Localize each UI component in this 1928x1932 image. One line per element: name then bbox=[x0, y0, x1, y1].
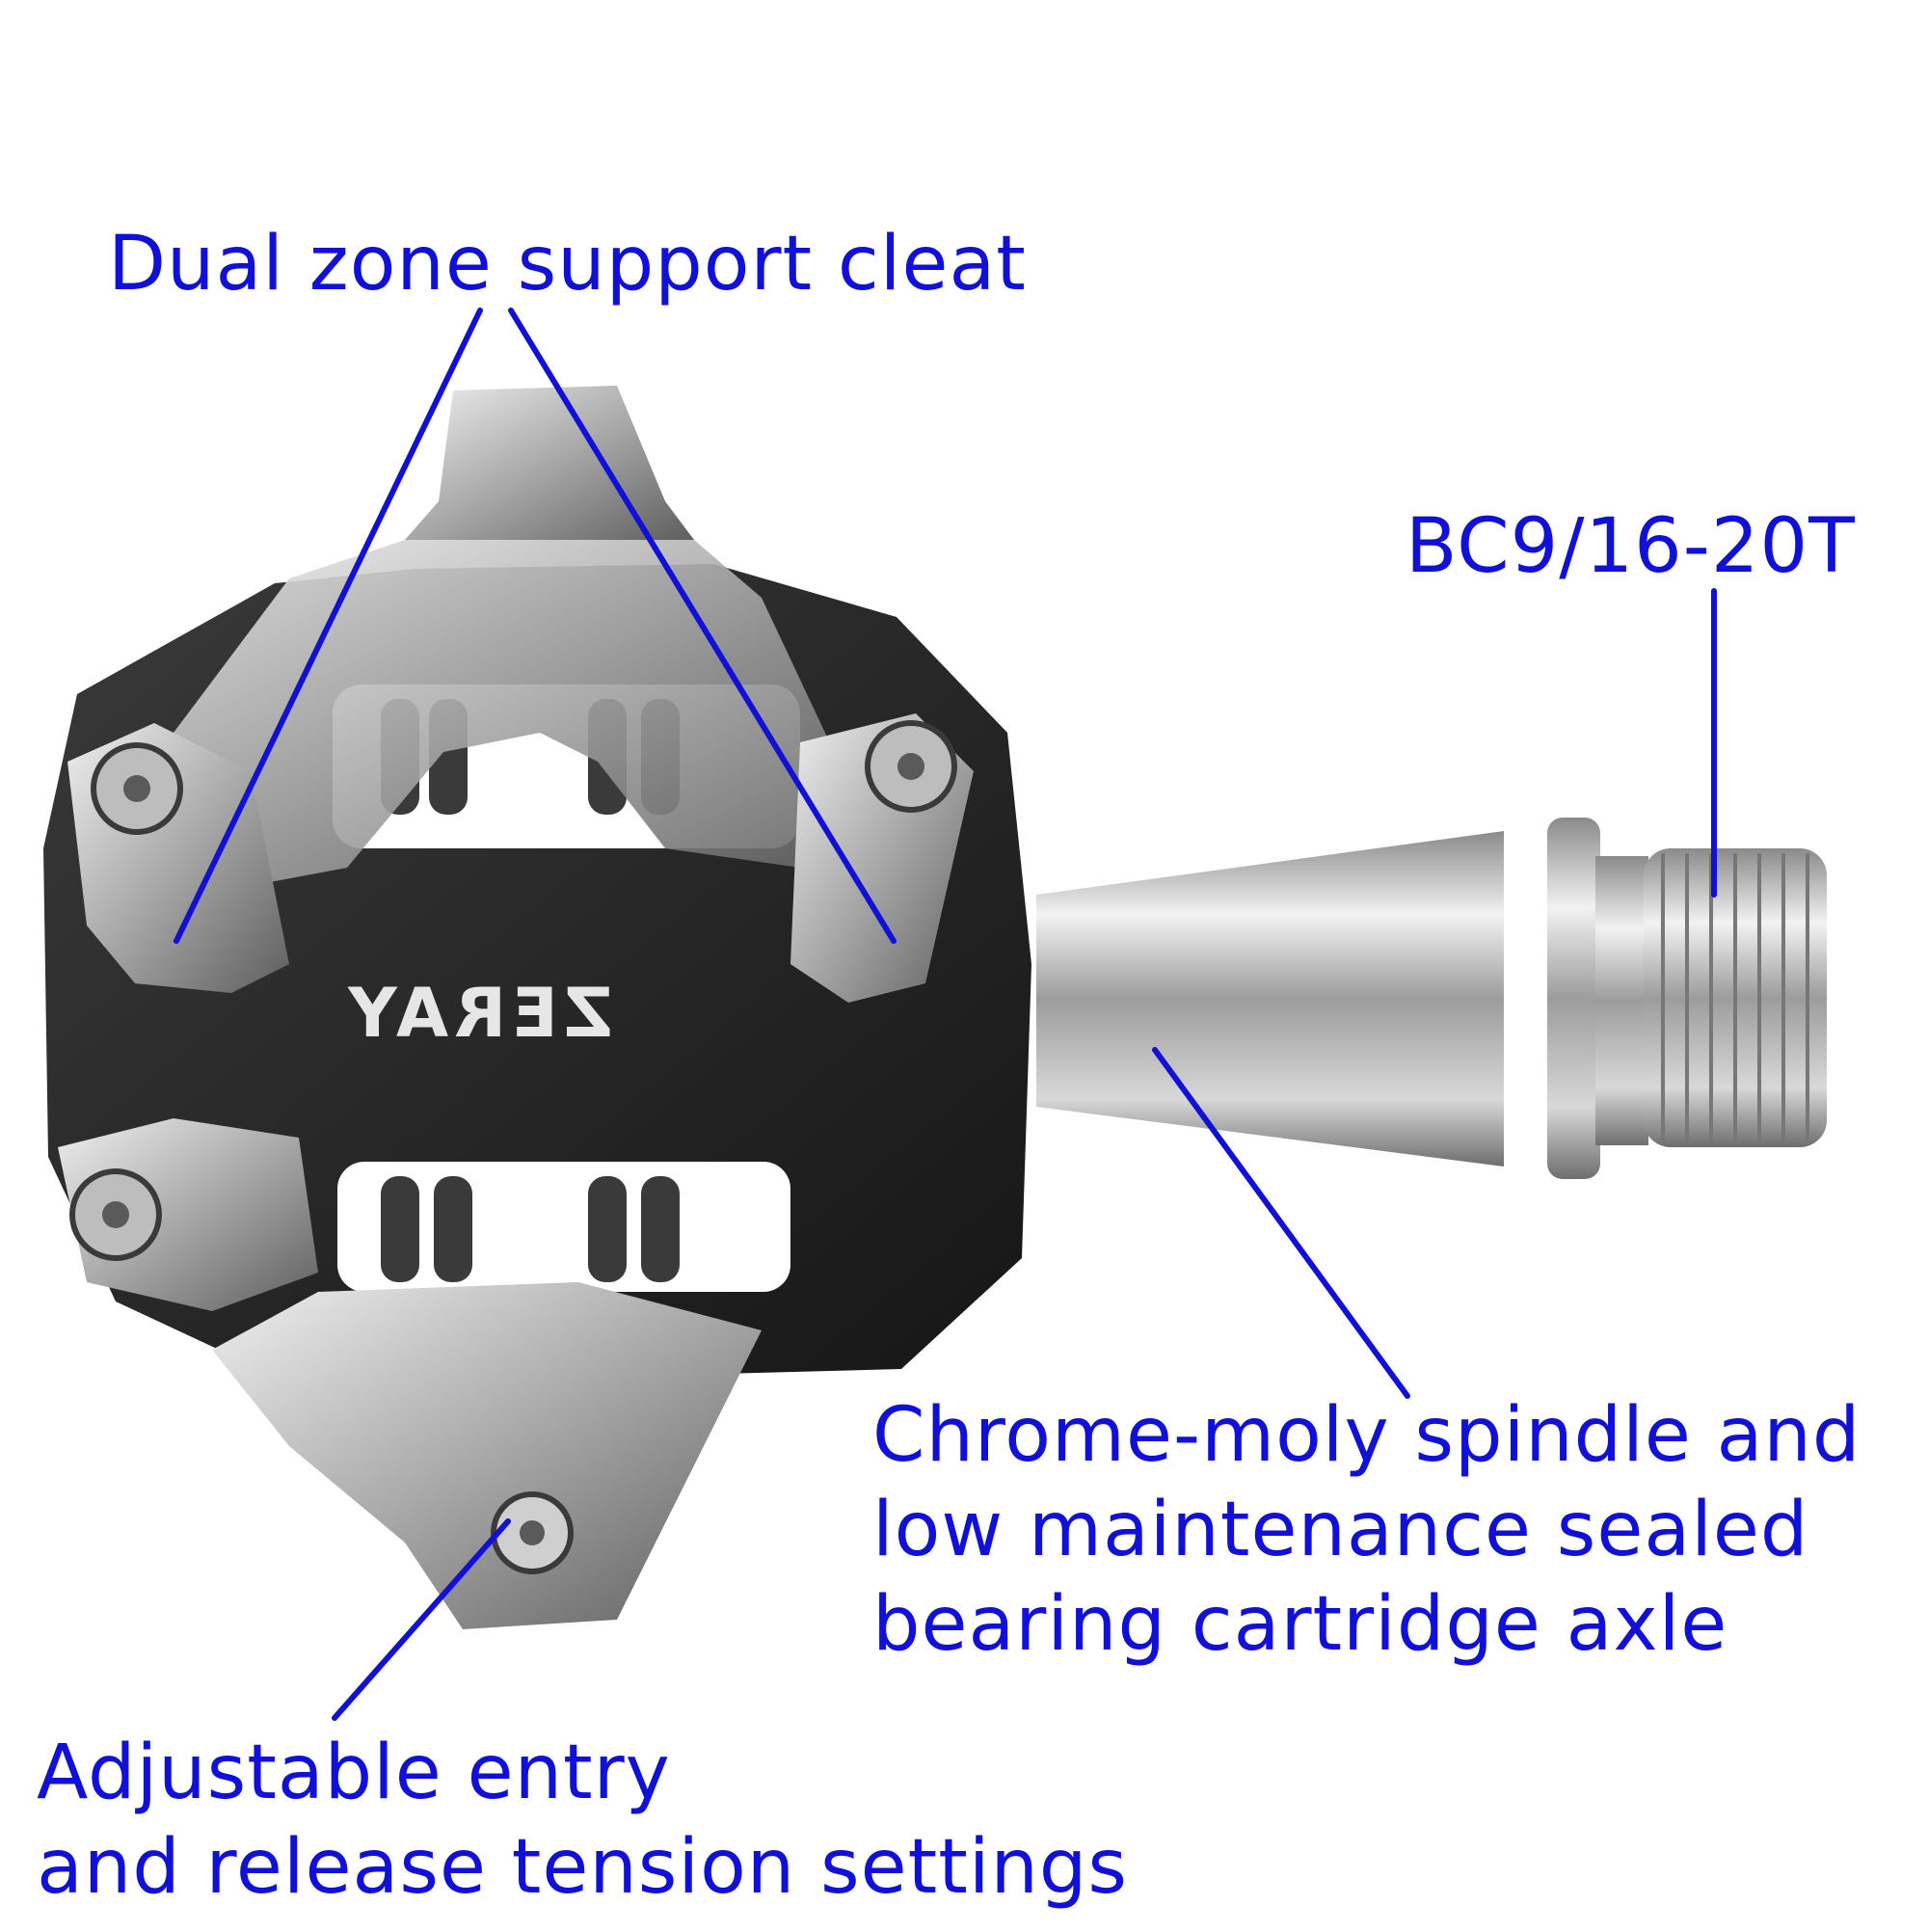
label-line: Adjustable entry bbox=[37, 1730, 671, 1816]
label-line: Chrome-moly spindle and bbox=[872, 1392, 1861, 1479]
thread-ridges bbox=[1661, 853, 1809, 1142]
pedal-body bbox=[43, 386, 1031, 1629]
screw-heads bbox=[69, 720, 957, 1574]
tension-callout-line bbox=[332, 1518, 511, 1721]
label-line: Dual zone support cleat bbox=[108, 221, 1027, 308]
brand-logo: ZERAY bbox=[342, 974, 613, 1053]
label-line: bearing cartridge axle bbox=[872, 1581, 1728, 1668]
label-line: low maintenance sealed bbox=[872, 1487, 1809, 1573]
label-spindle: Chrome-moly spindle and low maintenance … bbox=[872, 1388, 1861, 1672]
label-dual-zone-cleat: Dual zone support cleat bbox=[108, 217, 1027, 311]
spindle-callout-line bbox=[1152, 1047, 1410, 1399]
label-line: BC9/16-20T bbox=[1406, 503, 1856, 590]
label-tension-settings: Adjustable entry and release tension set… bbox=[37, 1726, 1128, 1915]
spindle bbox=[1036, 818, 1827, 1179]
cleat-callout-line-right bbox=[508, 308, 897, 944]
label-line: and release tension settings bbox=[37, 1824, 1129, 1911]
label-thread-spec: BC9/16-20T bbox=[1406, 499, 1856, 594]
cleat-callout-line-left bbox=[174, 308, 483, 944]
callout-lines bbox=[174, 308, 1717, 1721]
